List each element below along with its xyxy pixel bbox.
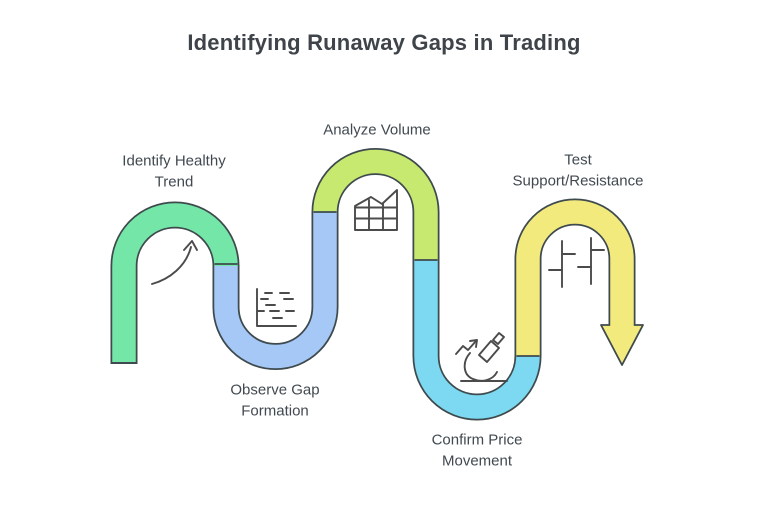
gap-price-chart-icon: [256, 288, 297, 327]
page-title: Identifying Runaway Gaps in Trading: [187, 30, 581, 55]
curved-growth-arrow-icon: [151, 240, 198, 285]
step-label-confirm-price-movement: Confirm Price Movement: [431, 431, 523, 469]
ohlc-bars-icon: [548, 237, 605, 288]
segment-confirm-price-movement: [414, 260, 540, 419]
microscope-icon: [455, 332, 508, 382]
step-label-test-support-resistance: Test Support/Resistance: [512, 151, 644, 189]
segment-observe-gap-formation: [214, 212, 337, 369]
step-label-observe-gap-formation: Observe Gap Formation: [230, 381, 320, 419]
step-label-identify-healthy-trend: Identify Healthy Trend: [122, 152, 226, 190]
segment-test-support-resistance: [516, 200, 634, 356]
step-label-analyze-volume: Analyze Volume: [323, 121, 431, 139]
segment-joint-lines: [214, 211, 540, 357]
segment-analyze-volume: [313, 149, 438, 260]
volume-grid-chart-icon: [354, 189, 398, 231]
segment-identify-healthy-trend: [112, 203, 238, 362]
